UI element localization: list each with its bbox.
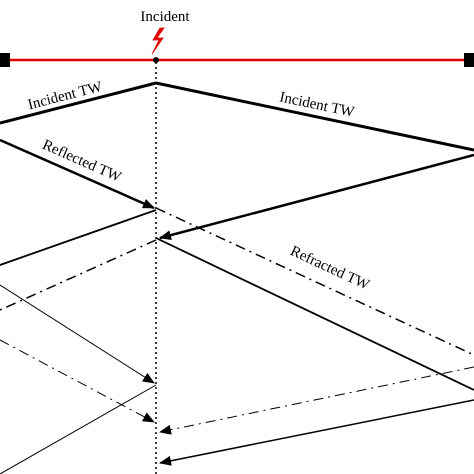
fault-label: Incident <box>140 9 190 25</box>
refracted-wave <box>155 207 474 356</box>
reflected-wave-from-right <box>159 153 474 241</box>
transmission-line-group <box>0 53 474 67</box>
right-terminal-icon <box>464 53 474 67</box>
third-wave-left <box>0 384 157 474</box>
fault-point <box>153 57 159 63</box>
incident-wave-left <box>0 81 157 125</box>
incident-wave-right <box>155 81 474 152</box>
refracted-wave-left <box>0 239 157 311</box>
second-refraction-left <box>0 339 155 423</box>
refracted-tw-label: Refracted TW <box>288 243 373 294</box>
second-reflection-left <box>0 284 155 384</box>
rereflected-wave-left <box>0 209 157 266</box>
reflected-wave-from-left <box>0 138 155 210</box>
lightning-bolt-icon <box>151 27 165 55</box>
reflected-tw-label: Reflected TW <box>40 137 124 186</box>
incident-tw-left-label: Incident TW <box>26 79 104 114</box>
rereflected-wave-right <box>155 237 474 391</box>
second-refraction-right <box>159 366 474 435</box>
second-reflection-right <box>159 399 474 466</box>
left-terminal-icon <box>0 53 10 67</box>
